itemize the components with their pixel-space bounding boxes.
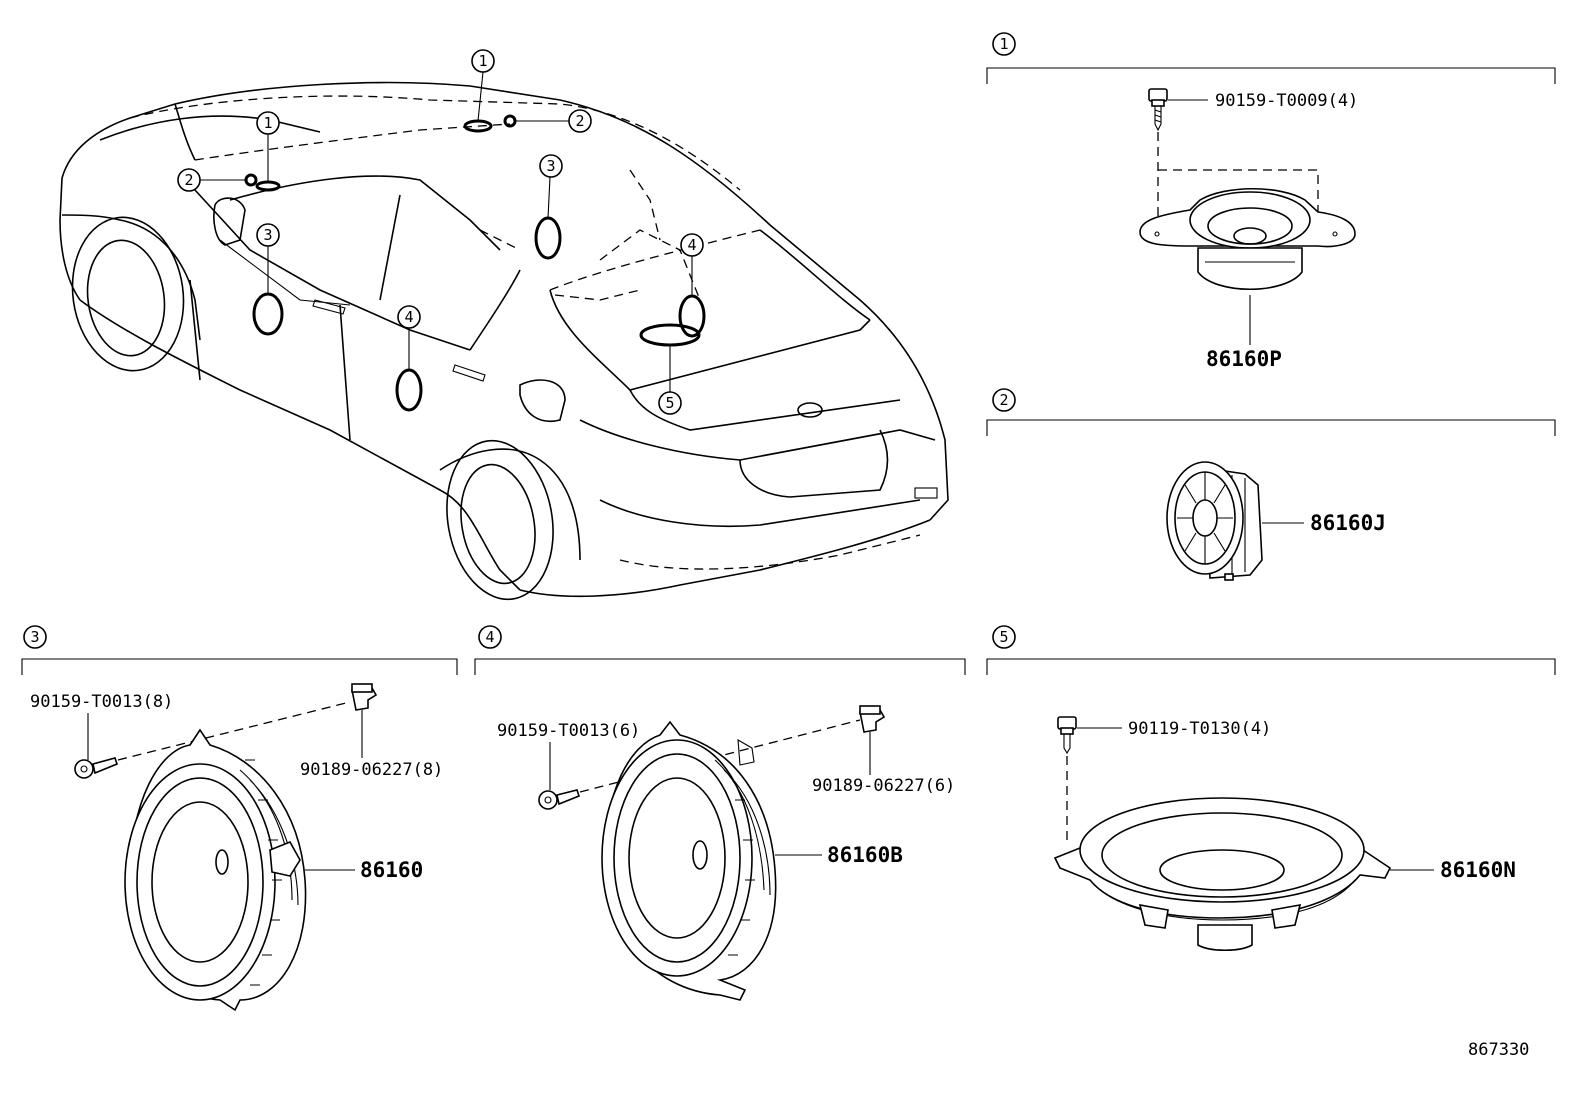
- svg-text:1: 1: [263, 114, 272, 132]
- section-2-index: 2: [992, 388, 1016, 412]
- screw-part-number: 90159-T0013(6): [497, 721, 640, 741]
- svg-text:3: 3: [263, 226, 272, 244]
- section-2-tweeter: 2 86160J: [986, 388, 1556, 581]
- callout-1-rear: 1: [471, 49, 495, 73]
- bolt-part-number: 90159-T0009(4): [1215, 91, 1358, 111]
- speaker-86160P: [1139, 188, 1356, 291]
- speaker-part-number: 86160B: [827, 843, 903, 867]
- section-1-bracket: [986, 67, 1556, 84]
- speaker-location-3-front: [252, 292, 284, 336]
- svg-text:5: 5: [665, 394, 674, 412]
- bolt-part-number: 90119-T0130(4): [1128, 719, 1271, 739]
- svg-text:4: 4: [485, 628, 494, 646]
- clip-icon: [859, 705, 886, 733]
- callout-5: 5: [658, 391, 682, 415]
- speaker-part-number: 86160: [360, 858, 423, 882]
- svg-text:3: 3: [30, 628, 39, 646]
- section-3-index: 3: [23, 625, 47, 649]
- callout-3-rear: 3: [539, 154, 563, 178]
- callout-3-front: 3: [256, 223, 280, 247]
- svg-text:1: 1: [999, 35, 1008, 53]
- speaker-location-4-front: [395, 368, 423, 412]
- section-3-front-door-speaker: 3 90159-T0013(8) 90189-06227(8) 86: [21, 625, 458, 1012]
- section-5-rear-shelf-speaker: 5 90119-T0130(4) 86160N: [986, 625, 1556, 952]
- speaker-86160N: [1053, 797, 1392, 952]
- callout-1-front: 1: [256, 111, 280, 135]
- speaker-location-3-rear: [534, 216, 562, 260]
- bolt-icon: [1057, 716, 1077, 755]
- svg-text:4: 4: [404, 308, 413, 326]
- svg-text:4: 4: [687, 236, 696, 254]
- speaker-location-1-front: [255, 180, 281, 192]
- bolt-icon: [1148, 88, 1168, 132]
- speaker-part-number: 86160J: [1310, 511, 1386, 535]
- section-1-index: 1: [992, 32, 1016, 56]
- speaker-part-number: 86160N: [1440, 858, 1516, 882]
- clip-part-number: 90189-06227(8): [300, 760, 443, 780]
- callout-2-front: 2: [177, 168, 201, 192]
- section-5-index: 5: [992, 625, 1016, 649]
- svg-text:3: 3: [546, 157, 555, 175]
- clip-icon: [351, 683, 378, 711]
- svg-text:2: 2: [999, 391, 1008, 409]
- section-4-rear-door-speaker: 4 90159-T0013(6) 90189-06227(6) 86: [474, 625, 966, 1001]
- section-4-bracket: [474, 658, 966, 675]
- speaker-part-number: 86160P: [1206, 347, 1282, 371]
- callout-2-rear: 2: [568, 109, 592, 133]
- section-2-bracket: [986, 419, 1556, 436]
- section-5-bracket: [986, 658, 1556, 675]
- clip-part-number: 90189-06227(6): [812, 776, 955, 796]
- screw-icon: [74, 757, 118, 779]
- speaker-86160B: [601, 720, 777, 1001]
- section-4-index: 4: [478, 625, 502, 649]
- callout-4-rear: 4: [680, 233, 704, 257]
- section-1-tweeter-front: 1 90159-T0009(4) 86160P: [986, 32, 1556, 371]
- svg-text:2: 2: [184, 171, 193, 189]
- speaker-86160J: [1166, 461, 1263, 581]
- speaker-86160: [124, 728, 307, 1012]
- svg-text:1: 1: [478, 52, 487, 70]
- speaker-location-2-front: [244, 173, 258, 187]
- callout-4-front: 4: [397, 305, 421, 329]
- section-3-bracket: [21, 658, 458, 675]
- diagram-reference-number: 867330: [1468, 1040, 1529, 1060]
- svg-text:2: 2: [575, 112, 584, 130]
- speaker-location-2-rear: [503, 114, 517, 128]
- vehicle-illustration: 1 1 2 2 3 3 4 4: [59, 49, 949, 601]
- screw-part-number: 90159-T0013(8): [30, 692, 173, 712]
- screw-icon: [538, 789, 580, 810]
- svg-text:5: 5: [999, 628, 1008, 646]
